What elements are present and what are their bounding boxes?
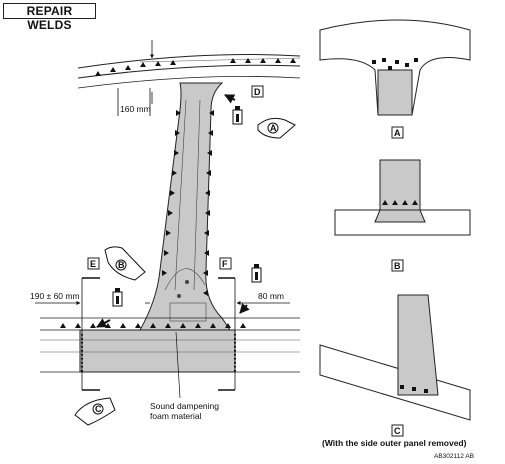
view-label-b: B — [394, 261, 401, 271]
detail-view-a — [319, 19, 471, 139]
dimension-right-label: 80 mm — [258, 291, 284, 301]
sealer-can-icon — [232, 106, 243, 125]
pointing-hand-icon — [257, 117, 296, 139]
sealer-can-icon — [112, 288, 123, 307]
sealer-can-icon — [251, 264, 262, 283]
main-pillar-view — [35, 40, 301, 426]
pointing-hand-icon — [74, 397, 116, 426]
figure-code: AB302112 AB — [434, 453, 474, 460]
hand-tag-c: C — [95, 404, 102, 414]
hand-tag-b: B — [118, 260, 125, 270]
view-label-c: C — [394, 426, 401, 436]
pointing-hand-icon — [104, 246, 146, 281]
hand-tag-a: A — [270, 123, 277, 133]
dimension-left-label: 190 ± 60 mm — [30, 291, 80, 301]
side-sill-panel — [79, 329, 236, 373]
detail-view-b — [334, 159, 471, 272]
dimension-top-label: 160 mm — [120, 104, 151, 114]
section-label-d: D — [254, 87, 261, 97]
section-label-f: F — [222, 259, 228, 269]
detail-view-c — [319, 294, 471, 437]
page-title: REPAIR WELDS — [3, 3, 96, 32]
foam-material-label-line2: foam material — [150, 411, 202, 421]
section-label-e: E — [90, 259, 96, 269]
view-caption: (With the side outer panel removed) — [322, 438, 467, 448]
foam-material-label-line1: Sound dampening — [150, 401, 219, 411]
view-label-a: A — [394, 128, 401, 138]
